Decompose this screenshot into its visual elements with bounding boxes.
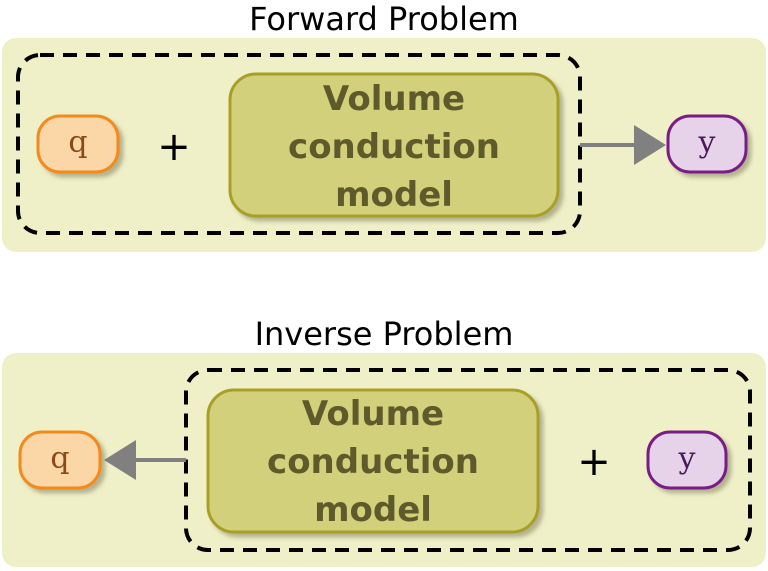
inverse-model-box [206,388,540,534]
forward-model-line-3: model [335,175,453,215]
forward-problem-title: Forward Problem [249,0,519,38]
inverse-source-label: q [50,441,69,476]
forward-dashed-group [16,53,582,235]
forward-measurement-label: y [698,125,716,160]
inverse-model-line-3: model [314,490,432,530]
forward-model-box [228,72,560,218]
forward-source-node [36,114,120,174]
inverse-problem-section: Inverse Problem q Volume conduction mode… [2,315,766,567]
inverse-plus-sign: + [577,439,611,485]
inverse-model-line-1: Volume [302,394,444,434]
forward-source-label: q [68,125,87,160]
inverse-problem-title: Inverse Problem [255,315,514,353]
inverse-measurement-node [646,430,728,490]
forward-model-line-2: conduction [288,127,500,167]
forward-measurement-node [666,114,748,174]
forward-problem-section: Forward Problem q + Volume conduction mo… [2,0,766,252]
inverse-measurement-label: y [678,441,696,476]
forward-plus-sign: + [157,124,191,170]
forward-model-line-1: Volume [323,79,465,119]
inverse-source-node [18,430,102,490]
inverse-model-line-2: conduction [267,442,479,482]
